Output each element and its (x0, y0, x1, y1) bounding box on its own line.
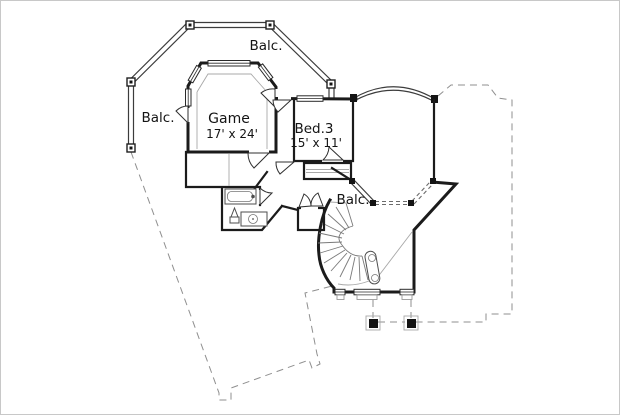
arch-bow-window (350, 86, 438, 103)
label-balcony-inner: Balc. (337, 192, 370, 208)
label-game-room: Game (208, 111, 250, 127)
label-bed3-room: Bed.3 (294, 121, 333, 137)
railing-post (370, 200, 376, 206)
porch-post (369, 319, 378, 328)
closet-door-right (310, 192, 324, 207)
stair-room-walls (317, 98, 460, 294)
bathtub (224, 188, 257, 205)
doors (175, 88, 345, 208)
post-outline (365, 315, 381, 331)
label-balcony-left: Balc. (142, 110, 175, 126)
railing-post (408, 200, 414, 206)
hall-top-wall (274, 94, 358, 103)
bed3-door (321, 145, 345, 161)
railing-post (430, 178, 436, 184)
closet-door-left (298, 193, 312, 208)
label-bed3-dims: 15' x 11' (290, 136, 342, 150)
spiral-staircase (317, 201, 381, 286)
porch-post (407, 319, 416, 328)
roof-outline-dashed (130, 84, 513, 401)
sink-vanity (240, 211, 268, 227)
railing-post (349, 178, 355, 184)
bathroom-fixtures (224, 188, 268, 227)
post-outline (403, 315, 419, 331)
balcony-top-railing (126, 20, 336, 153)
labels: Balc. Balc. Balc. Game 17' x 24' Bed.3 1… (142, 38, 370, 208)
label-game-dims: 17' x 24' (206, 127, 258, 141)
porch-posts (365, 315, 419, 331)
stair-closet (296, 204, 326, 232)
bottom-windows (334, 288, 415, 300)
bathroom-door (259, 186, 274, 207)
bedroom3-closet (302, 161, 353, 181)
bay-windows (185, 60, 274, 107)
label-balcony-top: Balc. (250, 38, 283, 54)
railing-post (126, 20, 336, 153)
bed3-hall-door (275, 161, 296, 175)
game-door (260, 88, 276, 109)
toilet (229, 206, 240, 224)
hall-door (272, 99, 293, 113)
balcony-door (175, 105, 189, 125)
bedroom3-walls (292, 97, 355, 165)
game-hall-door (247, 152, 271, 169)
overlook-railing (349, 178, 436, 206)
